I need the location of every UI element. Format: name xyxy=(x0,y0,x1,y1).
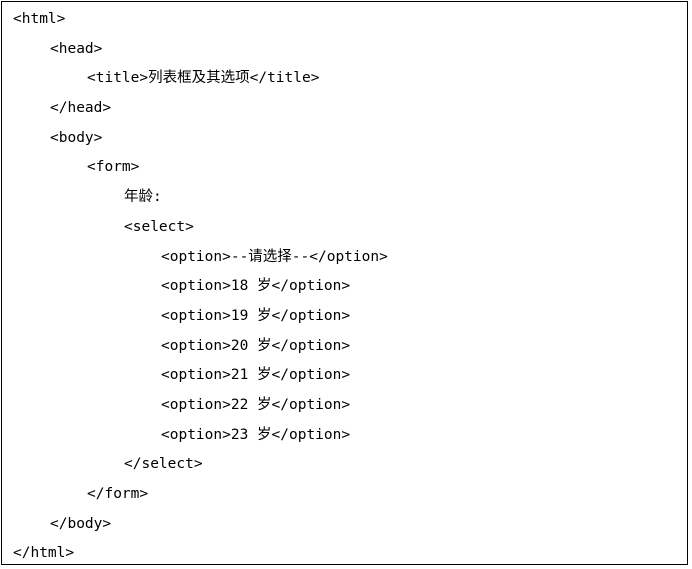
code-line-form-open: <form> xyxy=(87,159,140,176)
code-line-option-22: <option>22 岁</option> xyxy=(161,396,351,413)
code-line-option-18: <option>18 岁</option> xyxy=(161,278,351,295)
code-line-body-close: </body> xyxy=(50,515,112,532)
code-line-form-close: </form> xyxy=(87,486,149,502)
code-line-body-open: <body> xyxy=(50,129,103,146)
code-line-option-23: <option>23 岁</option> xyxy=(161,426,351,443)
code-line-select-open: <select> xyxy=(124,218,194,235)
code-line-html-close: </html> xyxy=(13,545,75,562)
code-line-title: <title>列表框及其选项</title> xyxy=(87,70,320,87)
code-line-age-label: 年龄: xyxy=(124,189,162,206)
code-line-html-open: <html> xyxy=(13,11,66,27)
code-line-head-open: <head> xyxy=(50,40,103,57)
code-line-option-placeholder: <option>--请选择--</option> xyxy=(161,248,388,265)
code-line-option-21: <option>21 岁</option> xyxy=(161,367,351,384)
code-listing: <html> <head> <title>列表框及其选项</title> </h… xyxy=(2,5,388,569)
code-line-select-close: </select> xyxy=(124,456,203,473)
code-line-head-close: </head> xyxy=(50,100,112,117)
code-line-option-19: <option>19 岁</option> xyxy=(161,307,351,324)
code-line-option-20: <option>20 岁</option> xyxy=(161,337,351,354)
